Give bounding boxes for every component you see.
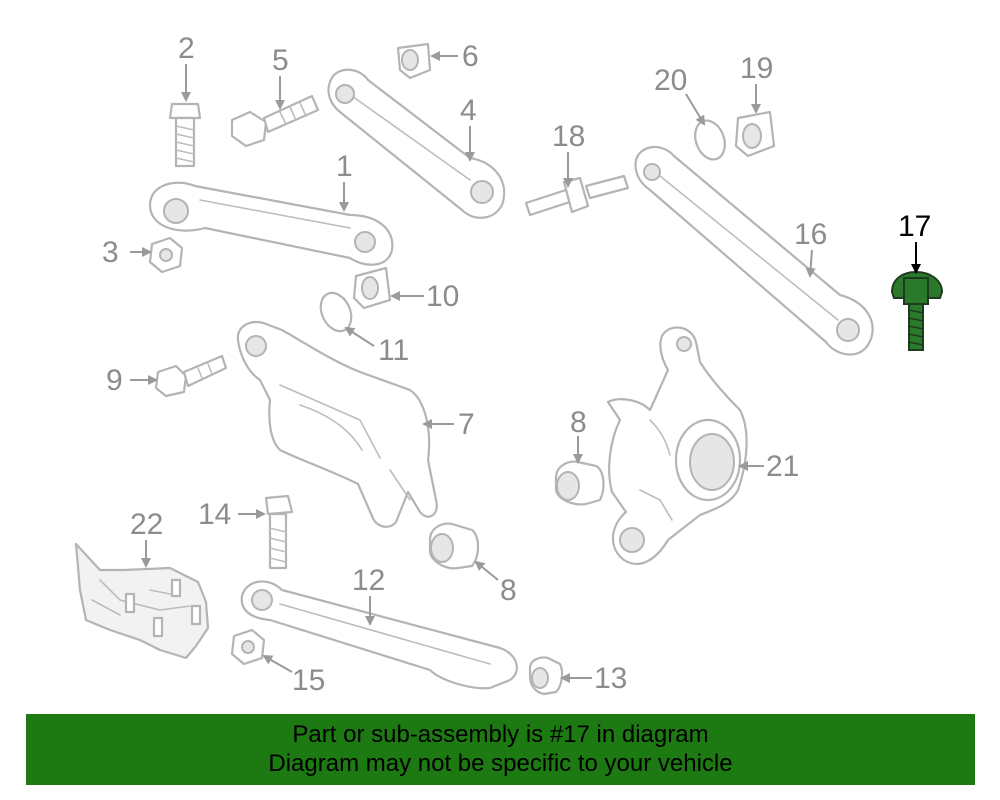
leader-lines [130,51,921,683]
label-10: 10 [426,280,459,313]
part-3-nut [148,236,184,274]
part-15-nut [230,628,266,666]
part-9-bolt [154,354,228,398]
part-12-lower-arm [240,580,518,690]
label-4: 4 [460,94,477,127]
label-5: 5 [272,44,289,77]
part-4-link-arm [327,68,506,219]
label-9: 9 [106,364,123,397]
label-16: 16 [794,218,827,251]
label-14: 14 [198,498,231,531]
label-13: 13 [594,662,627,695]
banner-line-1: Part or sub-assembly is #17 in diagram [292,721,709,748]
part-6-bushing [396,42,432,80]
part-22-shield [74,542,210,660]
label-20: 20 [654,64,687,97]
part-10-bushing [352,266,392,310]
banner-line-2: Diagram may not be specific to your vehi… [268,750,733,777]
part-14-bolt [264,494,294,570]
part-8-bushing-lower [428,522,480,570]
label-17: 17 [898,210,931,243]
label-1: 1 [336,150,353,183]
part-17-bolt [890,270,944,351]
part-11-washer [319,291,353,333]
label-3: 3 [102,236,119,269]
label-19: 19 [740,52,773,85]
part-8-bushing-upper [554,460,605,506]
label-18: 18 [552,120,585,153]
label-8-upper: 8 [570,406,587,439]
label-11: 11 [378,334,409,367]
label-6: 6 [462,40,479,73]
label-7: 7 [458,408,475,441]
part-5-bolt [230,94,320,148]
label-22: 22 [130,508,163,541]
label-15: 15 [292,664,325,697]
label-21: 21 [766,450,799,483]
label-8-lower: 8 [500,574,517,607]
part-1-control-arm [148,181,394,266]
part-7-bracket [236,320,438,528]
part-2-bolt [168,102,202,168]
label-2: 2 [178,32,195,65]
part-13-bushing [528,656,564,696]
part-16-control-arm [634,146,874,356]
part-20-washer [694,119,726,161]
part-19-bushing [734,110,776,158]
label-12: 12 [352,564,385,597]
info-banner: Part or sub-assembly is #17 in diagram D… [26,714,975,785]
part-18-bolt [524,174,630,217]
part-21-knuckle [606,326,748,566]
